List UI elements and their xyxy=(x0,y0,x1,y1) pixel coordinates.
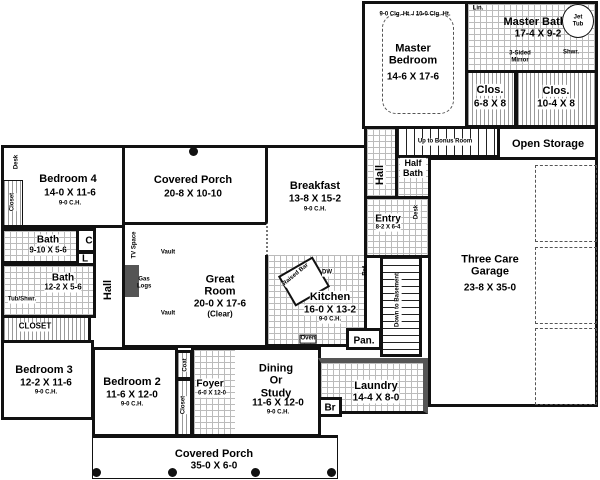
room-covered-porch-front xyxy=(92,435,338,479)
porch-column xyxy=(251,468,260,477)
dishwasher-label: DW xyxy=(322,269,332,277)
ceiling-note: 9-0 C.H. xyxy=(318,316,342,324)
porch-column xyxy=(189,147,198,156)
room-name: Laundry xyxy=(354,379,398,393)
room-size: 14-4 X 8-0 xyxy=(352,392,400,404)
jet-tub xyxy=(562,4,594,38)
shower-label: Shwr. xyxy=(562,49,580,56)
room-great-room xyxy=(122,222,268,348)
stairs-label: Up to Bonus Room xyxy=(417,138,473,146)
porch-column xyxy=(327,468,336,477)
desk-label: Desk xyxy=(413,204,421,220)
room-size: 6-8 X 8 xyxy=(473,98,507,110)
room-name: Bath xyxy=(36,234,60,246)
vault-label: Vault xyxy=(160,310,176,317)
ceiling-note: 9-0 C.H. xyxy=(34,389,58,396)
room-size: 9-10 X 5-6 xyxy=(29,245,67,256)
room-name: L xyxy=(81,253,89,265)
room-name: Pan. xyxy=(353,335,375,347)
room-size: 20-0 X 17-6 xyxy=(193,298,247,310)
vault-label: Vault xyxy=(160,249,176,256)
room-name: Bedroom 4 xyxy=(39,172,97,185)
room-name: CLOSET xyxy=(18,321,52,332)
room-name: Half Bath xyxy=(400,157,426,179)
porch-column xyxy=(168,468,177,477)
garage-door xyxy=(535,328,597,405)
room-size: 12-2 X 5-6 xyxy=(44,282,82,293)
coat-label: Coat xyxy=(182,358,190,372)
room-name: Covered Porch xyxy=(153,173,233,186)
desk-label: Desk xyxy=(13,154,20,170)
ceiling-note: 9-0 C.H. xyxy=(58,200,82,207)
room-note: (Clear) xyxy=(207,309,233,319)
oven-label: Oven xyxy=(299,334,317,344)
room-size: 12-2 X 11-6 xyxy=(20,377,72,389)
room-name: Br xyxy=(324,402,336,414)
room-name: Clos. xyxy=(476,83,504,97)
gas-logs-label: Gas Logs xyxy=(137,276,152,289)
room-name: Entry xyxy=(375,213,401,225)
room-size: 35-0 X 6-0 xyxy=(190,460,238,472)
mirror-label: 3-Sided Mirror xyxy=(509,50,531,63)
room-size: 16-0 X 13-2 xyxy=(303,304,357,316)
room-name: Hall xyxy=(373,164,387,186)
room-name: C xyxy=(85,235,93,247)
room-size: 13-8 X 15-2 xyxy=(288,193,342,205)
room-size: 23-8 X 35-0 xyxy=(463,282,517,294)
room-size: 14-6 X 17-6 xyxy=(386,71,440,83)
stairs-down xyxy=(380,255,422,357)
room-covered-porch-rear xyxy=(122,145,268,225)
room-name: Foyer xyxy=(196,378,224,390)
room-size: 8-2 X 6-4 xyxy=(375,224,401,232)
room-size: 11-6 X 12-0 xyxy=(106,389,158,401)
linen-label: Lin. xyxy=(472,5,484,12)
garage-door xyxy=(535,247,597,324)
ref-label: Ref. xyxy=(362,264,369,276)
room-size: 11-6 X 12-0 xyxy=(252,397,304,409)
ceiling-note: 9-0 C.H. xyxy=(266,409,290,416)
room-size: 6-0 X 12-0 xyxy=(197,390,227,398)
room-pantry xyxy=(346,328,382,350)
porch-column xyxy=(92,468,101,477)
ceiling-note: 9-0 C.H. xyxy=(120,401,144,408)
room-name: Bedroom 2 xyxy=(103,375,161,388)
room-name: Dining Or Study xyxy=(258,362,294,400)
closet-label: Closet xyxy=(180,395,188,415)
room-size: 10-4 X 8 xyxy=(537,98,575,110)
room-name: Covered Porch xyxy=(174,447,254,460)
tub-label: Tub/Shwr. xyxy=(7,296,37,304)
room-name: Bedroom 3 xyxy=(15,363,73,376)
tub-label: Jet Tub xyxy=(572,14,584,27)
tray-ceiling-outline xyxy=(382,14,454,114)
room-size: 17-4 X 9-2 xyxy=(514,28,562,40)
room-broom-closet xyxy=(318,397,342,417)
garage-door xyxy=(535,165,597,242)
room-name: Master Bedroom xyxy=(388,42,438,67)
room-name: Hall xyxy=(101,279,114,301)
tv-space-label: TV Space xyxy=(131,231,138,259)
room-name: Open Storage xyxy=(511,137,585,150)
room-name: Master Bath xyxy=(503,15,567,28)
room-name: Three Care Garage xyxy=(461,253,519,278)
room-garage xyxy=(428,157,598,407)
room-size: 14-0 X 11-6 xyxy=(44,187,96,199)
room-name: Breakfast xyxy=(289,179,341,192)
ceiling-height-note: 9-0 Clg. Ht. / 10-0 Clg. Ht. xyxy=(379,11,451,18)
room-name: Great Room xyxy=(204,273,236,298)
fireplace xyxy=(125,265,139,297)
room-size: 20-8 X 10-10 xyxy=(164,188,222,200)
room-name: Bath xyxy=(51,272,75,284)
room-name: Clos. xyxy=(542,84,570,98)
closet-label: Closet xyxy=(9,192,17,212)
stairs-label: Down to Basement xyxy=(394,272,402,328)
ceiling-note: 9-0 C.H. xyxy=(303,206,327,213)
room-name: Kitchen xyxy=(309,290,351,304)
